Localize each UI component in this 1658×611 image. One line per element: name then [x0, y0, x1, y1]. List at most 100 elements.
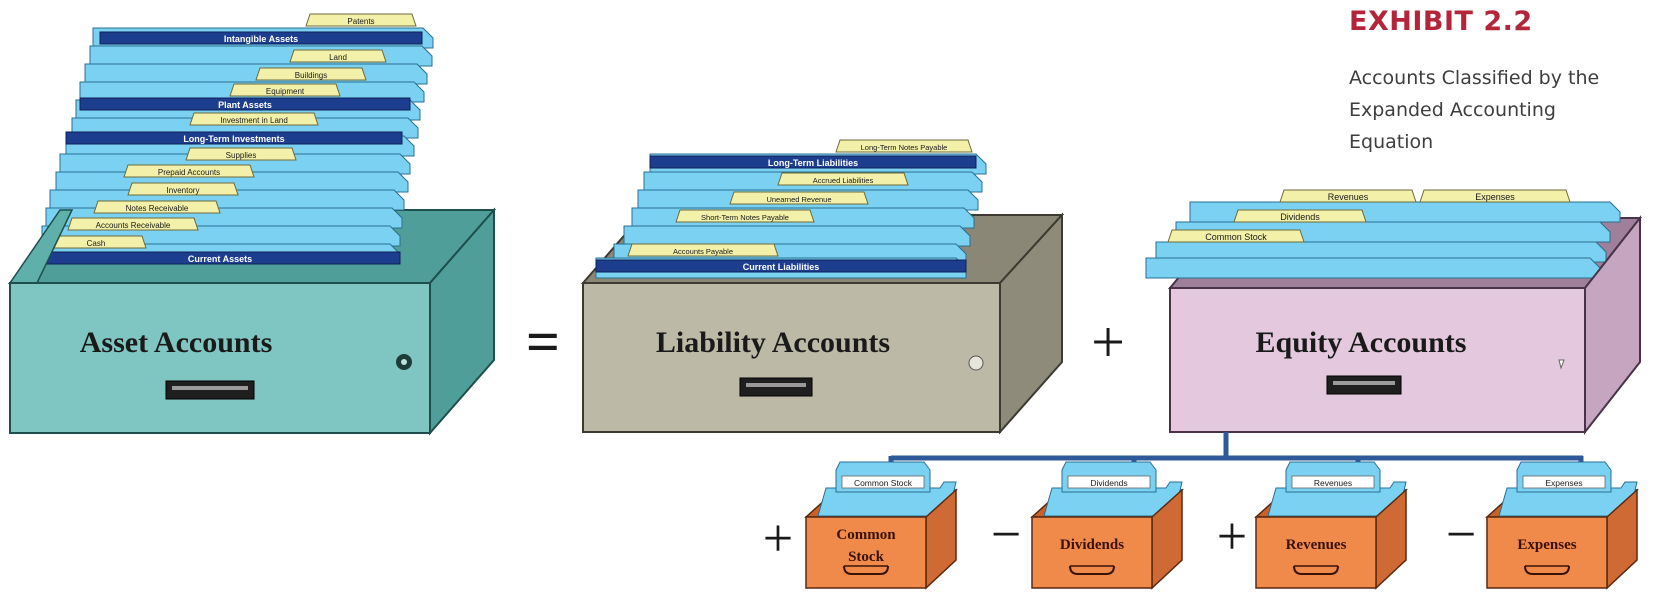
account-tab-supplies — [185, 147, 297, 161]
sub-drawer-folder-tab — [841, 475, 925, 489]
sub-drawer-folder-label: Revenues — [1314, 478, 1352, 488]
account-tab-label-supplies: Supplies — [226, 151, 257, 160]
account-tab-label-accounts-payable: Accounts Payable — [673, 247, 733, 256]
plus-sign-main: + — [1091, 309, 1125, 375]
account-tab-label-investment-in-land: Investment in Land — [220, 116, 288, 125]
sub-drawer-label: Stock — [848, 549, 884, 565]
account-tab-accrued-liabilities — [777, 172, 909, 186]
section-tab-label-long-term-liabilities: Long-Term Liabilities — [768, 158, 858, 168]
sub-drawer-front — [1031, 516, 1153, 589]
sub-drawer-label: Revenues — [1286, 537, 1347, 553]
section-tab-label-plant-assets: Plant Assets — [218, 100, 272, 110]
account-tab-long-term-notes-payable — [835, 139, 973, 153]
equity-sub-drawers: Common StockCommonStockDividendsDividend… — [804, 461, 1639, 590]
account-tab-land — [289, 49, 387, 63]
equals-sign: = — [526, 309, 560, 375]
section-tab-label-long-term-investments: Long-Term Investments — [183, 134, 284, 144]
account-tab-dividends — [1233, 209, 1367, 223]
account-tab-label-expenses: Expenses — [1475, 192, 1515, 202]
section-tab-long-term-investments — [65, 131, 403, 145]
account-tab-label-accrued-liabilities: Accrued Liabilities — [813, 176, 874, 185]
sub-drawer-folder-tab — [1291, 475, 1375, 489]
sub-drawer-front — [805, 516, 927, 589]
folder — [623, 225, 971, 247]
account-tab-accounts-payable — [627, 243, 779, 257]
sub-drawer-folder-label: Common Stock — [854, 478, 913, 488]
liability-handle-highlight — [746, 383, 806, 387]
liability-cabinet-label: Liability Accounts — [656, 326, 890, 359]
account-tab-label-prepaid-accounts: Prepaid Accounts — [158, 168, 220, 177]
account-tab-label-common-stock: Common Stock — [1205, 232, 1267, 242]
account-tab-label-accounts-receivable: Accounts Receivable — [96, 221, 171, 230]
caption-line-3: Equation — [1349, 131, 1434, 153]
account-tab-label-land: Land — [329, 53, 347, 62]
account-tab-common-stock — [1167, 229, 1305, 243]
sub-drawer-folder-label: Dividends — [1090, 478, 1127, 488]
sub-drawer-handle — [1524, 565, 1570, 575]
account-tab-revenues — [1279, 189, 1417, 203]
equity-handle-highlight — [1333, 381, 1395, 385]
account-tab-buildings — [255, 67, 367, 81]
sub-drawer-label: Dividends — [1060, 537, 1124, 553]
minus-sign-dividends: − — [991, 504, 1021, 564]
account-tab-unearned-revenue — [729, 191, 869, 205]
sub-drawer-handle — [843, 565, 889, 575]
account-tab-label-buildings: Buildings — [295, 71, 327, 80]
equity-cabinet-label: Equity Accounts — [1256, 326, 1467, 359]
section-tab-label-intangible-assets: Intangible Assets — [224, 34, 298, 44]
asset-cabinet-label: Asset Accounts — [80, 326, 273, 359]
account-tab-inventory — [127, 182, 239, 196]
account-tab-patents — [305, 13, 417, 27]
plus-sign-revenues: + — [1217, 506, 1247, 566]
account-tab-label-cash: Cash — [87, 239, 106, 248]
account-tab-prepaid-accounts — [123, 164, 255, 178]
sub-drawer-handle — [1293, 565, 1339, 575]
sub-drawer-label: Expenses — [1517, 537, 1576, 553]
account-tab-label-long-term-notes-payable: Long-Term Notes Payable — [861, 143, 948, 152]
asset-lock-keyhole — [401, 359, 407, 365]
account-tab-label-equipment: Equipment — [266, 87, 305, 96]
sub-drawer-folder-label: Expenses — [1545, 478, 1582, 488]
equity-cabinet-front — [1169, 287, 1586, 433]
section-tab-intangible-assets — [99, 31, 423, 45]
account-tab-expenses — [1419, 189, 1571, 203]
equity-connector — [888, 432, 1584, 492]
plus-sign-common-stock: + — [763, 508, 793, 568]
account-tab-notes-receivable — [93, 200, 221, 214]
folder — [1145, 257, 1601, 279]
asset-handle-highlight — [172, 386, 248, 390]
account-tab-label-patents: Patents — [347, 17, 374, 26]
asset-cabinet-front — [9, 282, 431, 434]
account-tab-investment-in-land — [189, 112, 319, 126]
account-tab-label-short-term-notes-payable: Short-Term Notes Payable — [701, 213, 789, 222]
section-tab-label-current-assets: Current Assets — [188, 254, 252, 264]
sub-drawer-folder-tab — [1067, 475, 1151, 489]
account-tab-equipment — [229, 83, 341, 97]
account-tab-label-inventory: Inventory — [167, 186, 200, 195]
account-tab-short-term-notes-payable — [675, 209, 815, 223]
account-tab-accounts-receivable — [67, 217, 199, 231]
sub-drawer-front — [1255, 516, 1377, 589]
section-tab-current-liabilities — [595, 259, 967, 273]
account-tab-label-dividends: Dividends — [1280, 212, 1320, 222]
sub-drawer-label: Common — [836, 527, 896, 543]
section-tab-long-term-liabilities — [649, 155, 977, 169]
sub-drawer-folder-tab — [1522, 475, 1606, 489]
account-tab-label-revenues: Revenues — [1328, 192, 1369, 202]
account-tab-label-unearned-revenue: Unearned Revenue — [766, 195, 831, 204]
section-tab-label-current-liabilities: Current Liabilities — [743, 262, 820, 272]
account-tab-label-notes-receivable: Notes Receivable — [126, 204, 189, 213]
liability-cabinet-front — [582, 282, 1001, 433]
liability-lock-icon — [968, 355, 984, 371]
sub-drawer-front — [1486, 516, 1608, 589]
